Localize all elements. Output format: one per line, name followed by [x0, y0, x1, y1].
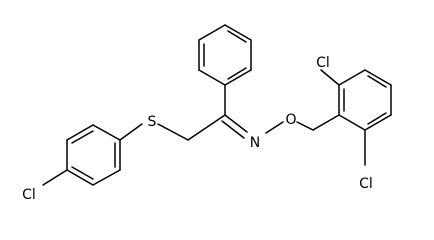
ring-bond: [198, 24, 226, 41]
ring-bond: [92, 169, 121, 186]
benzyl-ch2-bond: [312, 114, 340, 131]
ring-double-bond: [71, 166, 94, 180]
ring-double-bond: [227, 30, 247, 43]
c-n-double-bond-outer: [224, 114, 248, 133]
nitrogen-atom: N: [250, 135, 260, 151]
structure-canvas: S N O Cl Cl Cl: [22, 24, 392, 203]
ring-bond: [66, 124, 94, 141]
o-n-bond: [265, 121, 284, 134]
chlorine-atom-bottom: Cl: [359, 176, 373, 192]
ring-bond: [338, 114, 366, 131]
ring-bond: [66, 169, 94, 186]
oxygen-atom: O: [285, 112, 296, 128]
ring-bond: [364, 114, 392, 131]
cl-bond-top: [320, 69, 340, 86]
chlorophenyl-ring: [66, 124, 121, 186]
dichlorophenyl-ring: [338, 69, 392, 131]
ch2-o-bond: [296, 121, 314, 131]
ring-bond: [224, 69, 252, 86]
ch2-s-bond: [157, 123, 189, 141]
ring-double-bond: [367, 112, 387, 125]
ring-double-bond: [367, 75, 387, 88]
ring-double-bond: [227, 67, 247, 80]
ring-bond: [224, 24, 252, 41]
c-n-double-bond-inner: [221, 120, 245, 139]
c-ch2-bond: [187, 114, 226, 141]
ring-bond: [338, 69, 366, 86]
chemical-structure-diagram: S N O Cl Cl Cl: [22, 24, 392, 203]
ring-bond: [198, 69, 226, 86]
chlorine-atom-para: Cl: [22, 187, 36, 203]
sulfur-atom: S: [148, 114, 157, 130]
cl-bond-para: [42, 169, 68, 186]
phenyl-ring: [198, 24, 252, 86]
ring-bond: [364, 69, 392, 86]
ring-double-bond: [71, 130, 94, 144]
chlorine-atom-top: Cl: [316, 55, 330, 71]
ring-bond: [92, 124, 121, 141]
s-aryl-bond: [119, 123, 143, 141]
